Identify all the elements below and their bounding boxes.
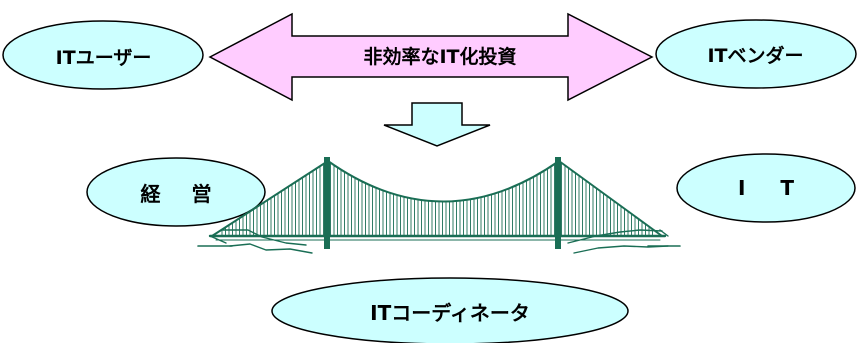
down-arrow-icon	[383, 102, 491, 147]
double-arrow-icon	[208, 12, 654, 102]
it-coordinator-ellipse	[271, 277, 629, 343]
management-ellipse	[86, 157, 266, 227]
suspension-bridge-icon	[197, 157, 681, 254]
it-vendor-ellipse	[655, 19, 857, 89]
it-user-ellipse	[2, 20, 204, 90]
it-ellipse	[676, 153, 856, 223]
